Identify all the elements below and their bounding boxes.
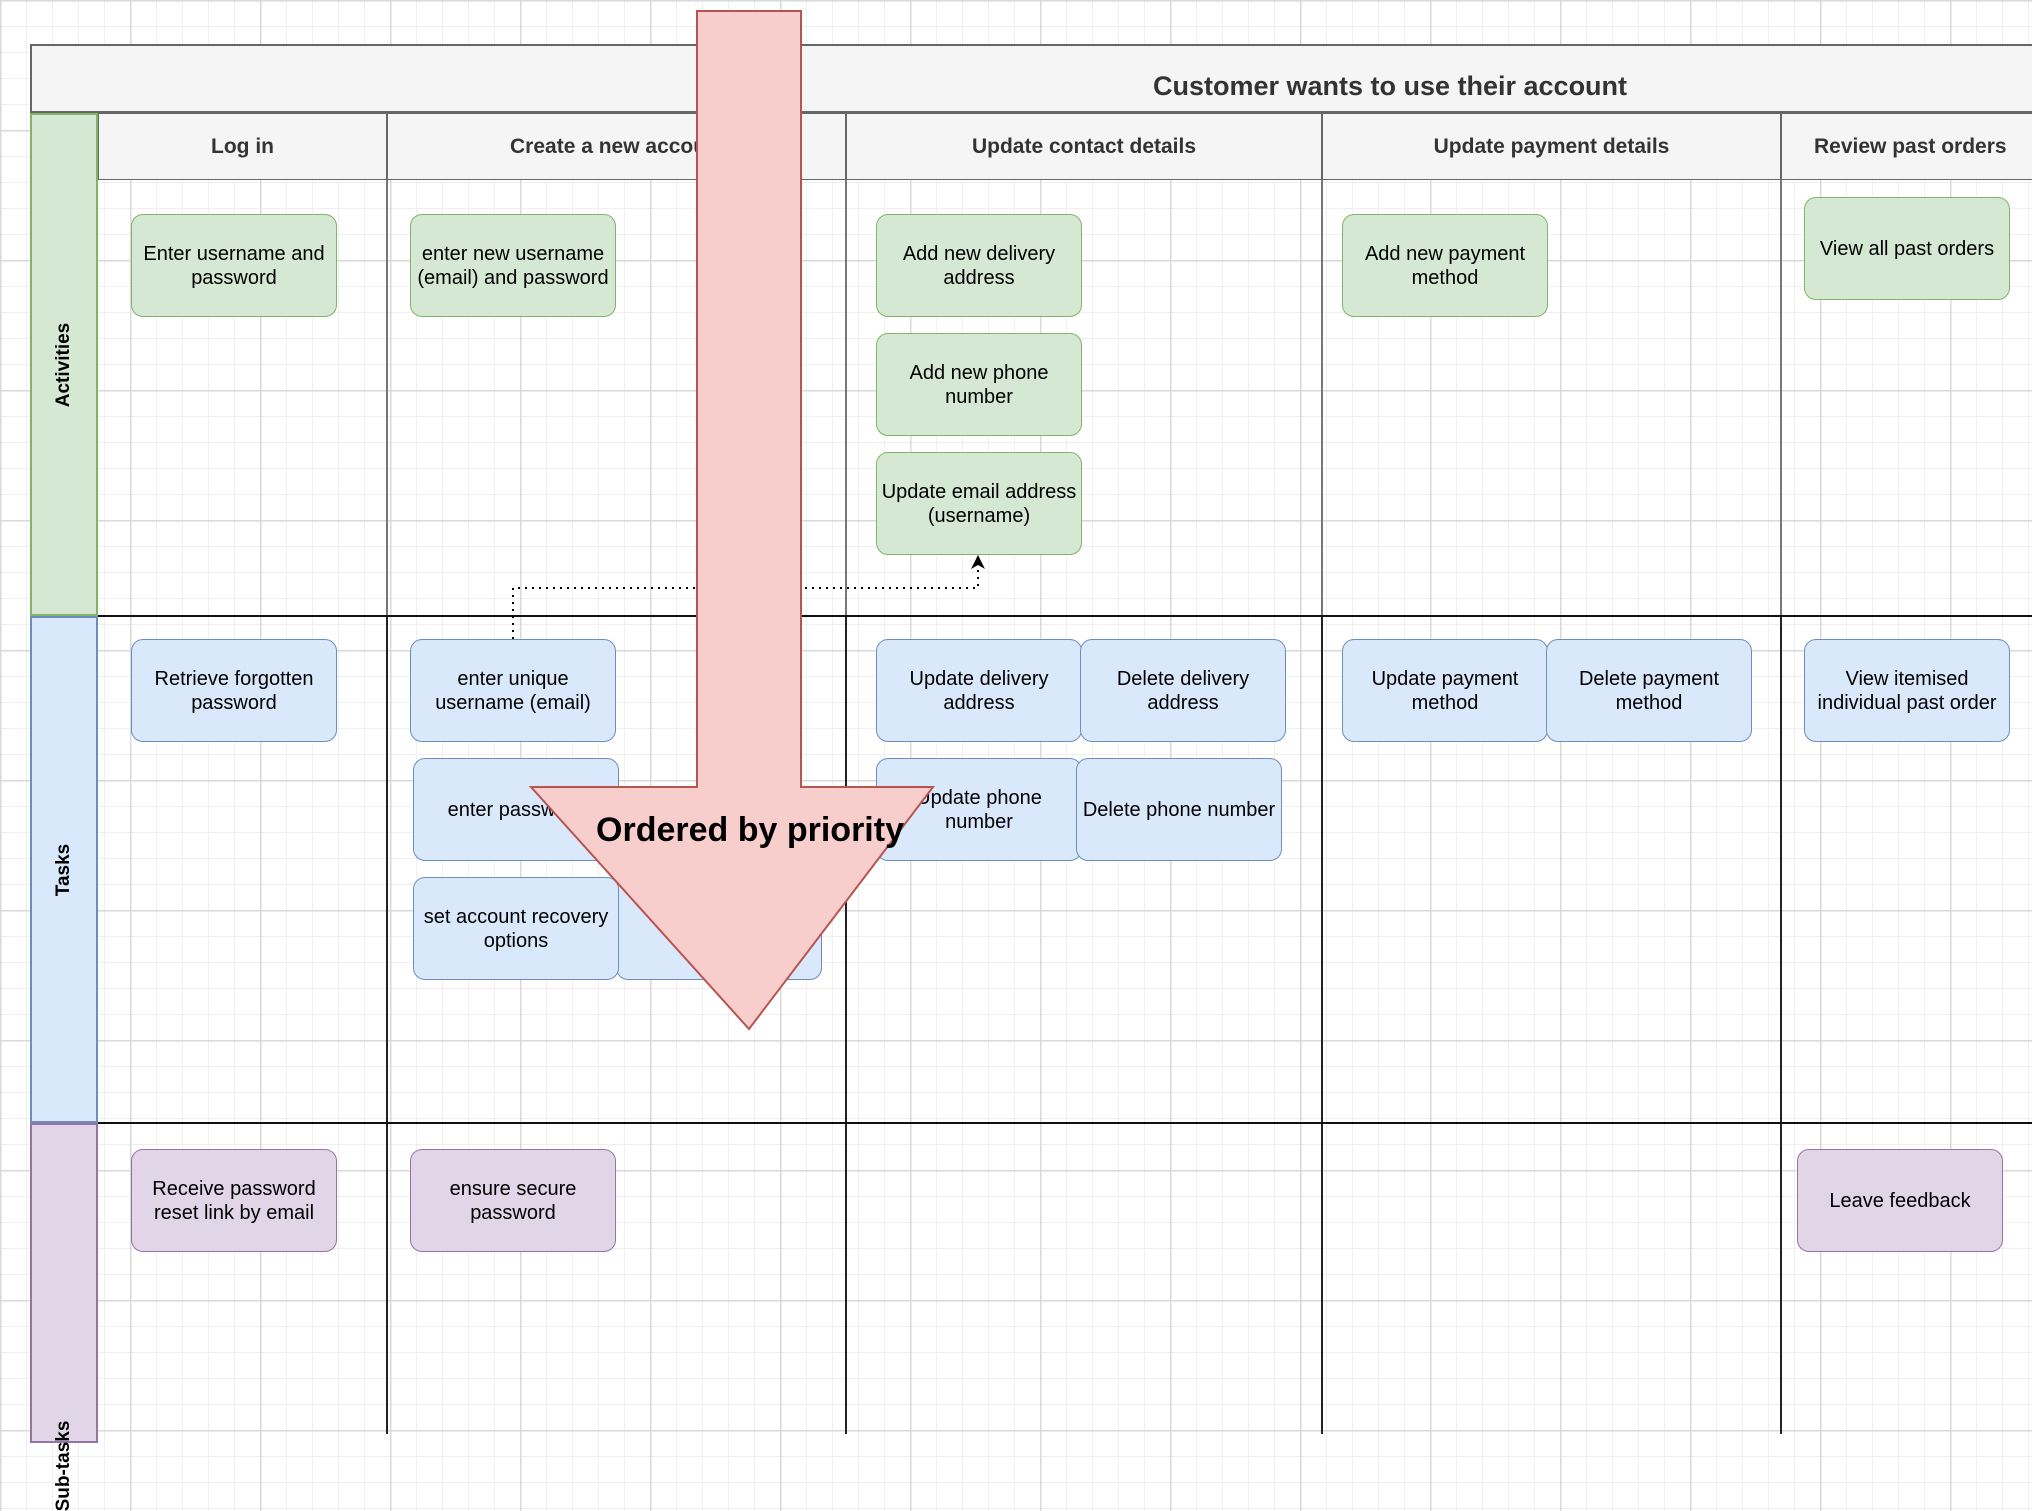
activity-card[interactable]: enter new username (email) and password [410,214,616,317]
lane-header-activities: Activities [30,113,98,616]
lane-label-sub-tasks: Sub-tasks [53,1420,74,1511]
column-divider [1321,180,1323,616]
activity-card[interactable]: Enter username and password [131,214,337,317]
column-header-log-in: Log in [98,113,387,180]
lane-divider [98,615,2032,617]
diagram-title: Customer wants to use their account [1152,70,1628,101]
activity-card[interactable]: Add new delivery address [876,214,1082,317]
task-card[interactable]: Update payment method [1342,639,1548,742]
column-header-update-payment: Update payment details [1322,113,1781,180]
diagram-title-bar [30,44,2032,113]
column-divider [845,616,847,1434]
priority-arrow-label: Ordered by priority [596,810,904,849]
overlay-layer [512,10,985,1031]
column-divider [1780,180,1782,616]
lane-header-sub-tasks: Sub-tasks [30,1123,98,1511]
column-header-review-orders: Review past orders [1781,113,2032,180]
subtask-card[interactable]: Leave feedback [1797,1149,2003,1252]
activity-card[interactable]: Add new payment method [1342,214,1548,317]
priority-arrow[interactable] [528,10,936,1031]
lane-header-tasks: Tasks [30,616,98,1123]
task-card[interactable]: Delete phone number [1076,758,1282,861]
activity-card[interactable]: View all past orders [1804,197,2010,300]
task-card[interactable]: set account recovery options [413,877,619,980]
activity-card[interactable]: Update email address (username) [876,452,1082,555]
task-card[interactable]: Retrieve forgotten password [131,639,337,742]
subtask-card[interactable]: ensure secure password [410,1149,616,1252]
column-header-update-contact: Update contact details [846,113,1322,180]
task-card[interactable]: Delete payment method [1546,639,1752,742]
task-card[interactable]: View itemised individual past order [1804,639,2010,742]
activity-card[interactable]: Add new phone number [876,333,1082,436]
column-divider [1321,616,1323,1434]
column-divider [845,180,847,616]
dotted-connector[interactable] [512,555,985,639]
column-divider [1780,616,1782,1434]
column-divider [386,180,388,616]
task-card[interactable]: enter unique username (email) [410,639,616,742]
task-card[interactable]: Delete delivery address [1080,639,1286,742]
lane-divider [98,1122,2032,1124]
subtask-card[interactable]: Receive password reset link by email [131,1149,337,1252]
column-divider [386,616,388,1434]
